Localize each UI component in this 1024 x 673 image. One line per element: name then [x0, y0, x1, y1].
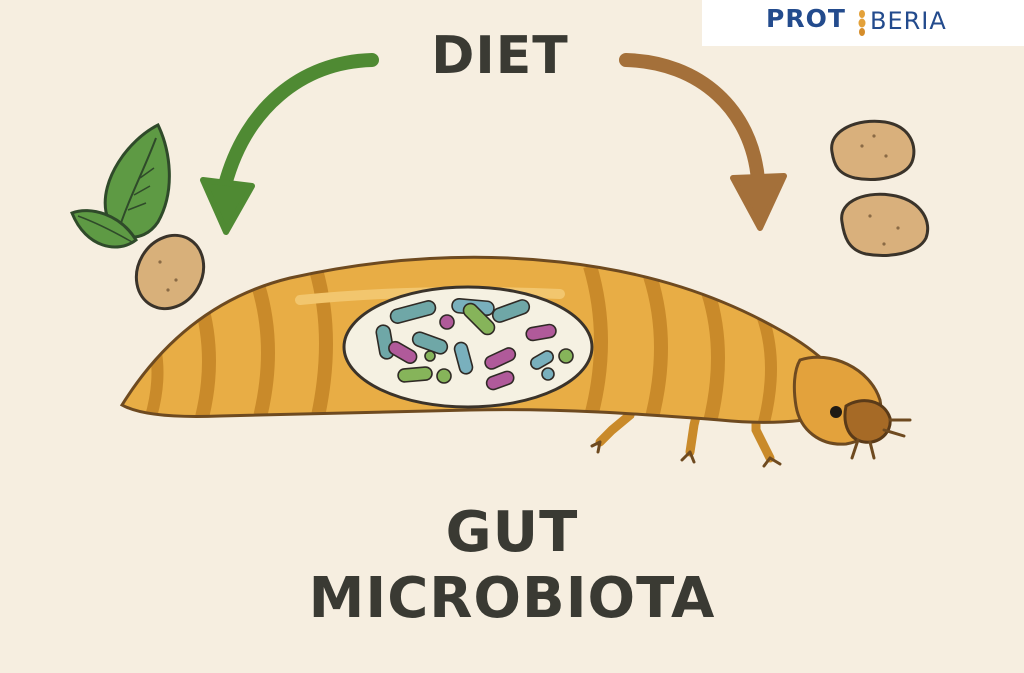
brown-arrow-icon: [619, 53, 787, 231]
logo: PROT BERIA: [702, 0, 1024, 46]
caption: GUT MICROBIOTA: [262, 500, 762, 632]
potato-icon: [840, 192, 930, 257]
logo-text-prot: PROT: [766, 4, 846, 33]
seed-icon: [134, 233, 206, 311]
wheat-grain-icon: [858, 10, 866, 36]
leaf-icon: [70, 122, 171, 249]
green-arrow-icon: [200, 53, 379, 235]
caption-line-2: MICROBIOTA: [308, 566, 716, 631]
bacteria-icon: [375, 297, 574, 391]
caption-line-1: GUT: [445, 500, 579, 565]
potato-icon: [830, 119, 916, 181]
gut-window: [342, 285, 594, 409]
larva-eye: [830, 406, 842, 418]
larva-icon: [119, 255, 912, 468]
logo-text-beria: BERIA: [870, 7, 947, 35]
diet-title: DIET: [431, 26, 569, 86]
